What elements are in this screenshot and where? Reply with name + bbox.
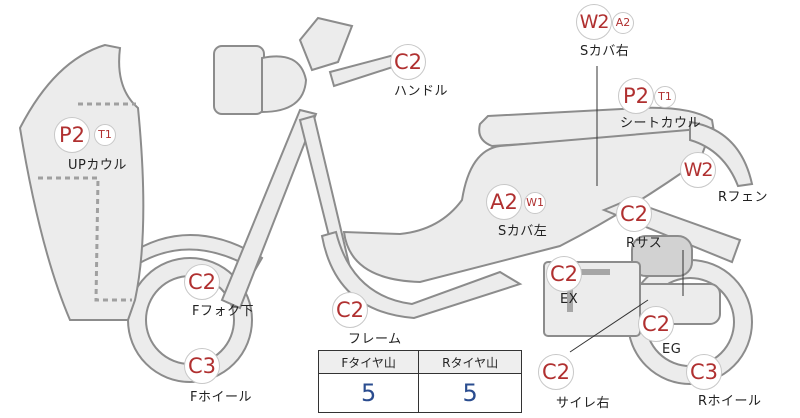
grade-badge: W2 (576, 4, 612, 40)
part-label: シートカウル (620, 116, 702, 131)
part-label: Rフェン (718, 190, 769, 205)
sub-grade-badge: T1 (654, 86, 676, 108)
headlight-housing (261, 55, 308, 114)
part-label: サイレ右 (556, 396, 611, 411)
grade-badge: C3 (184, 348, 220, 384)
front-fork-shape (220, 108, 318, 310)
frame-floor-shape (320, 230, 523, 320)
headlight-shape (213, 45, 265, 115)
rear-fender-shape (689, 120, 754, 188)
sub-grade-badge: T1 (94, 124, 116, 146)
grade-badge: C2 (638, 306, 674, 342)
grade-badge: C2 (546, 256, 582, 292)
grade-badge: P2 (54, 117, 90, 153)
grade-badge: C2 (616, 196, 652, 232)
grade-badge: C2 (332, 292, 368, 328)
part-label: EG (662, 342, 682, 357)
part-label: Sカバ右 (580, 44, 630, 59)
part-label: Fフォク下 (192, 304, 254, 319)
grade-badge: P2 (618, 78, 654, 114)
handle-stem-shape (298, 16, 354, 72)
grade-badge: C2 (390, 44, 426, 80)
up-cowl-dash-side (38, 176, 132, 302)
tire-header-front: Fタイヤ山 (317, 350, 420, 374)
part-label: EX (560, 292, 579, 307)
front-body-shape (18, 43, 145, 321)
tire-tread-table: Fタイヤ山 Rタイヤ山 5 5 (317, 350, 522, 413)
part-label: Rサス (626, 236, 663, 251)
tire-header-rear: Rタイヤ山 (418, 350, 522, 374)
part-label: UPカウル (68, 158, 127, 173)
silencer-leader (569, 299, 649, 353)
part-label: フレーム (348, 332, 402, 347)
grade-badge: A2 (486, 184, 522, 220)
part-label: Fホイール (190, 390, 252, 405)
grade-badge: W2 (680, 152, 716, 188)
tire-value-rear: 5 (418, 373, 522, 413)
part-label: Sカバ左 (498, 224, 548, 239)
sub-grade-badge: W1 (524, 192, 546, 214)
tire-value-front: 5 (317, 373, 420, 413)
part-label: Rホイール (698, 394, 762, 409)
part-label: ハンドル (394, 84, 449, 99)
engine-top-shape (631, 235, 693, 277)
grade-badge: C2 (538, 354, 574, 390)
grade-badge: C3 (686, 354, 722, 390)
sub-grade-badge: A2 (612, 12, 634, 34)
grade-badge: C2 (184, 264, 220, 300)
